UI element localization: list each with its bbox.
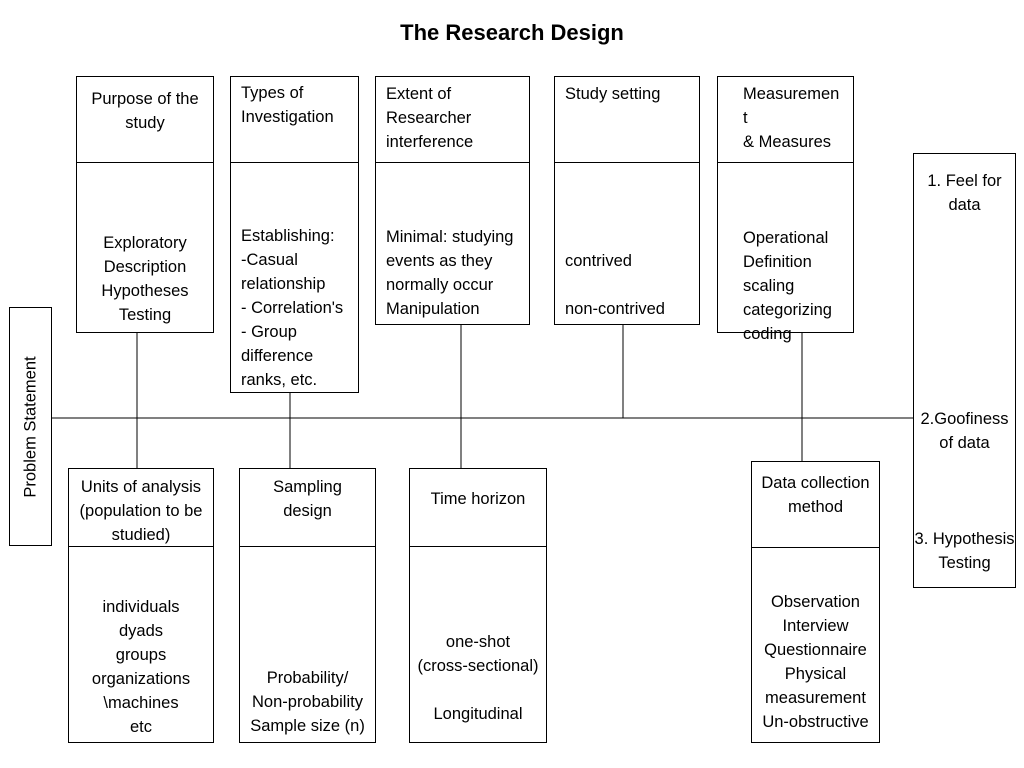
units-of-analysis-header: Units of analysis (population to be stud… [69,469,213,547]
measurement-body: Operational Definition scaling categoriz… [743,229,832,343]
problem-statement-label: Problem Statement [21,356,40,498]
purpose-header: Purpose of the study [77,77,213,163]
page-title: The Research Design [400,20,624,45]
analysis-step-goodness: 2.Goofiness of data [920,410,1009,452]
time-horizon-header: Time horizon [410,469,546,547]
measurement-header: Measuremen t & Measures [718,77,853,163]
analysis-step-feel: 1. Feel for data [927,172,1002,214]
time-horizon-body: one-shot (cross-sectional) Longitudinal [417,633,539,723]
purpose-body: Exploratory Description Hypotheses Testi… [101,234,189,324]
units-of-analysis-body: individuals dyads groups organizations \… [91,598,191,736]
analysis-step-hypothesis: 3. Hypothesis Testing [914,530,1015,572]
sampling-design-body: Probability/ Non-probability Sample size… [250,669,365,735]
units-of-analysis-box: Units of analysis (population to be stud… [68,468,214,743]
sampling-design-header: Sampling design [240,469,375,547]
study-setting-body: contrived non-contrived [565,252,665,318]
sampling-design-box: Sampling design Probability/ Non-probabi… [239,468,376,743]
measurement-box: Measuremen t & Measures Operational Defi… [717,76,854,343]
data-collection-header: Data collection method [752,462,879,548]
study-setting-header: Study setting [555,77,699,163]
study-setting-box: Study setting contrived non-contrived [554,76,700,325]
purpose-box: Purpose of the study Exploratory Descrip… [76,76,214,333]
problem-statement-box [9,307,52,546]
interference-box: Extent of Researcher interference Minima… [375,76,530,325]
interference-body: Minimal: studying events as they normall… [386,228,514,318]
data-collection-box: Data collection method Observation Inter… [751,461,880,743]
investigation-body: Establishing: -Casual relationship - Cor… [241,227,344,389]
time-horizon-box: Time horizon one-shot (cross-sectional) … [409,468,547,743]
investigation-header: Types of Investigation [231,77,358,163]
analysis-steps-box: 1. Feel for data 2.Goofiness of data 3. … [913,153,1016,588]
data-collection-body: Observation Interview Questionnaire Phys… [762,593,869,731]
investigation-box: Types of Investigation Establishing: -Ca… [230,76,359,393]
interference-header: Extent of Researcher interference [376,77,529,163]
